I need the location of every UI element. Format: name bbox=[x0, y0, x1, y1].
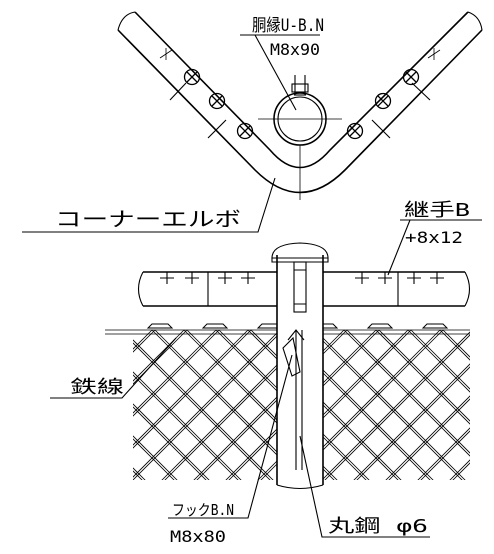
fence-post bbox=[271, 242, 329, 490]
hook-bolt-leader bbox=[168, 354, 293, 519]
corner-elbow-leader bbox=[22, 177, 276, 233]
round-steel-label: 丸鋼 φ6 bbox=[328, 516, 428, 537]
iron-wire-label: 鉄線 bbox=[70, 377, 124, 398]
chain-link-mesh bbox=[133, 329, 470, 480]
joint-leader bbox=[387, 219, 482, 276]
horizontal-rail bbox=[137, 271, 471, 307]
bolt-icon bbox=[402, 68, 420, 86]
hook-bolt-label: フックB.N bbox=[172, 501, 234, 519]
iron-wire-leader bbox=[50, 337, 177, 399]
post-band bbox=[293, 261, 307, 313]
round-steel-leader bbox=[299, 435, 430, 538]
u-bolt-leader bbox=[240, 34, 320, 111]
u-bolt-label: 胴縁U-B.N bbox=[252, 16, 324, 36]
bolt-icon bbox=[183, 68, 201, 86]
u-bolt-detail bbox=[258, 75, 342, 146]
hook-bolt-size-label: M8x80 bbox=[170, 527, 226, 546]
u-bolt-size-label: M8x90 bbox=[270, 40, 320, 59]
joint-label: 継手B bbox=[404, 200, 470, 221]
corner-elbow-pipe bbox=[117, 11, 483, 200]
joint-size-label: +8x12 bbox=[405, 228, 463, 247]
elbow-bolts bbox=[183, 68, 420, 140]
bolt-icon bbox=[374, 92, 392, 110]
corner-elbow-label: コーナーエルボ bbox=[55, 207, 241, 231]
bolt-icon bbox=[236, 122, 254, 140]
